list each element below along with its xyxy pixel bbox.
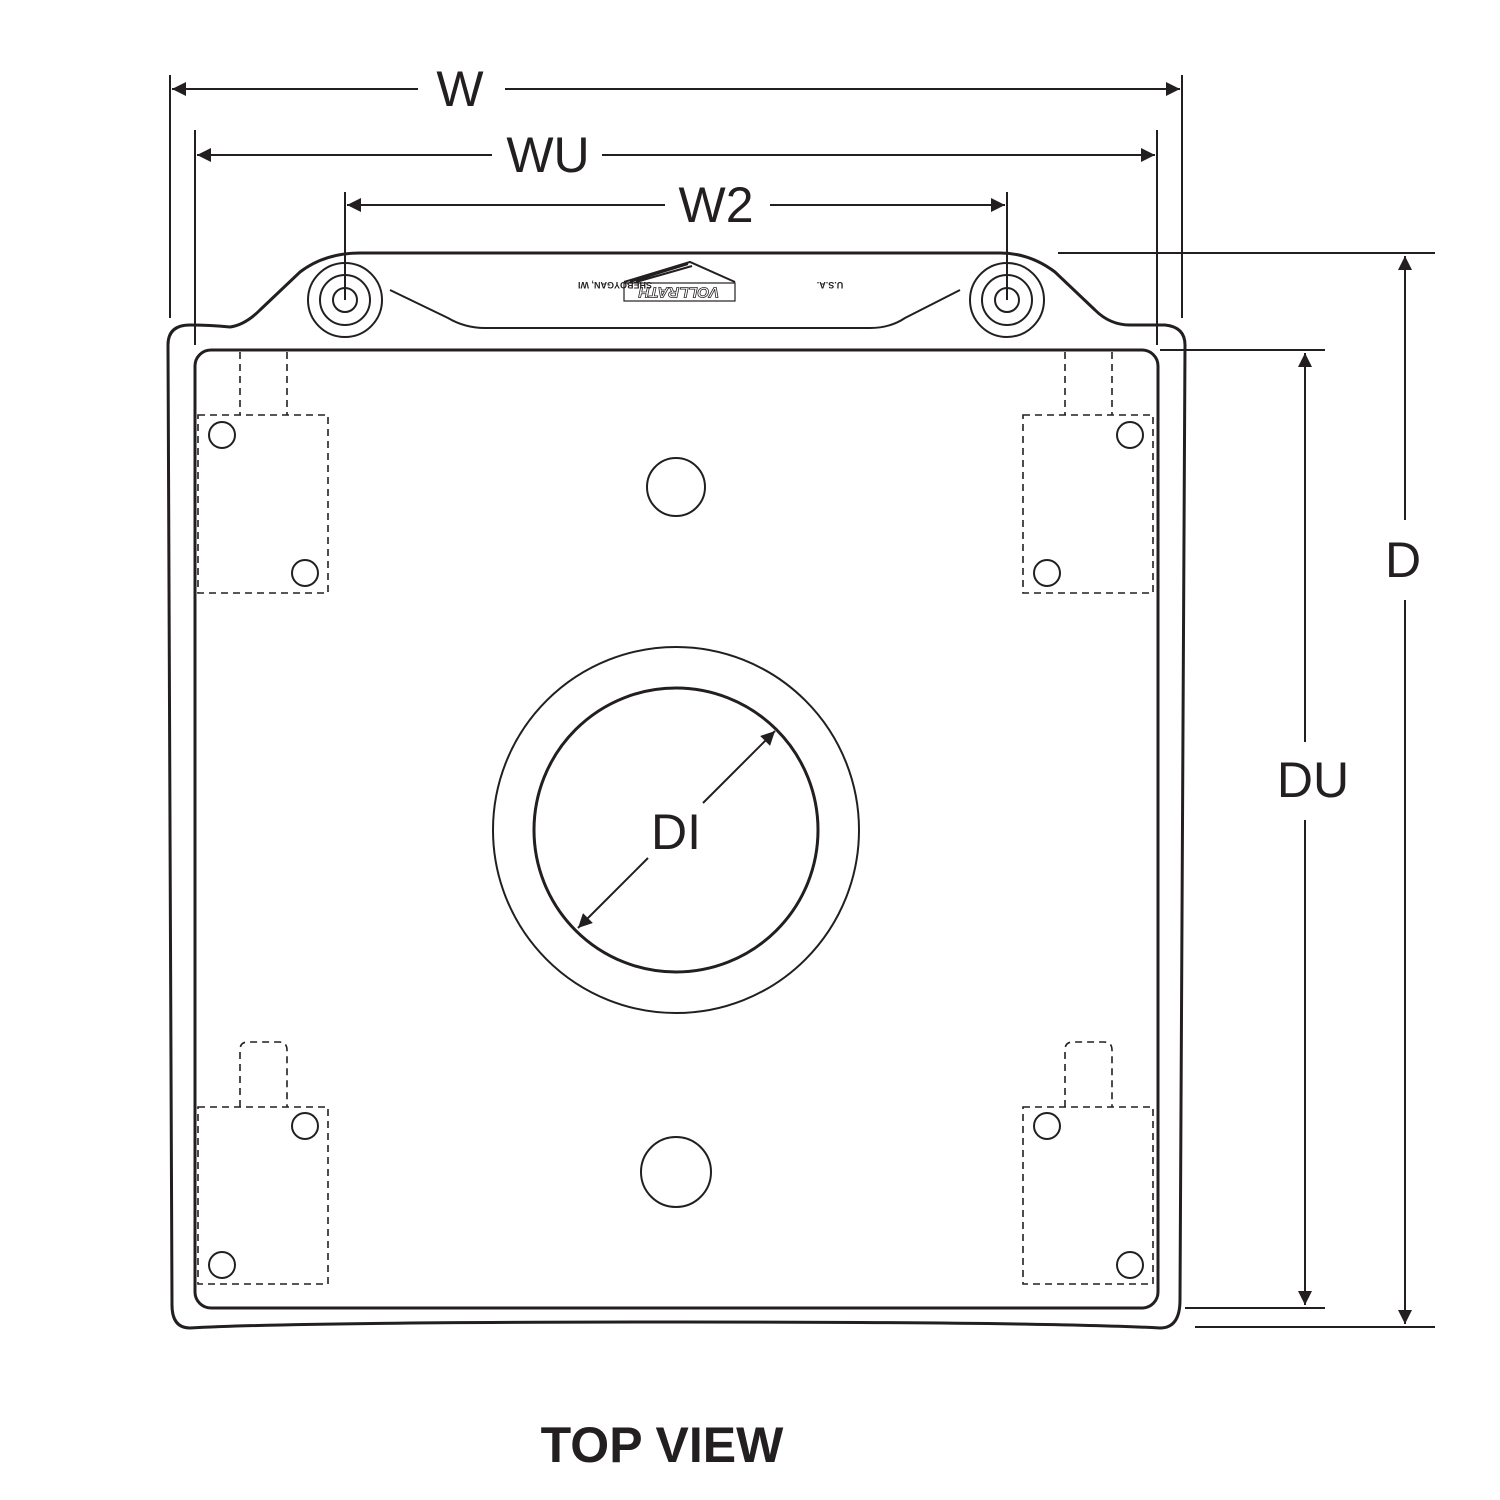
foot-top-right — [1022, 352, 1154, 594]
center-well-inner — [532, 686, 820, 974]
bottom-center-hole — [640, 1136, 712, 1208]
center-well-outer — [492, 646, 860, 1014]
dimension-w: W — [172, 61, 1180, 117]
foot-top-left — [197, 352, 329, 594]
dimension-label-w2: W2 — [679, 177, 754, 233]
svg-text:VOLLRATH: VOLLRATH — [638, 284, 720, 301]
tray-outer-outline — [166, 251, 1187, 1330]
foot-bottom-right — [1022, 1041, 1154, 1285]
dimension-w2: W2 — [347, 177, 1005, 233]
tray-inner-rim — [193, 348, 1160, 1310]
view-title: TOP VIEW — [541, 1417, 784, 1473]
foot-bottom-left — [197, 1041, 329, 1285]
handle-marking-location: SHEBOYGAN, WI — [578, 280, 652, 290]
left-knob — [307, 262, 383, 338]
dimension-wu: WU — [197, 127, 1155, 183]
handle-marking-usa: U.S.A. — [817, 280, 844, 290]
handle-grip-edge — [389, 289, 961, 329]
dimension-d: D — [1385, 256, 1421, 1324]
dimension-label-du: DU — [1277, 752, 1349, 808]
top-center-hole — [646, 457, 706, 517]
dimension-du: DU — [1277, 353, 1349, 1305]
dimension-di: DI — [577, 730, 776, 929]
dimension-label-wu: WU — [506, 127, 589, 183]
dimension-label-di: DI — [651, 804, 701, 860]
vollrath-logo: VOLLRATH — [623, 260, 736, 302]
extension-lines — [169, 75, 1435, 1328]
dimension-label-w: W — [436, 61, 484, 117]
dimension-label-d: D — [1385, 532, 1421, 588]
right-knob — [969, 262, 1045, 338]
